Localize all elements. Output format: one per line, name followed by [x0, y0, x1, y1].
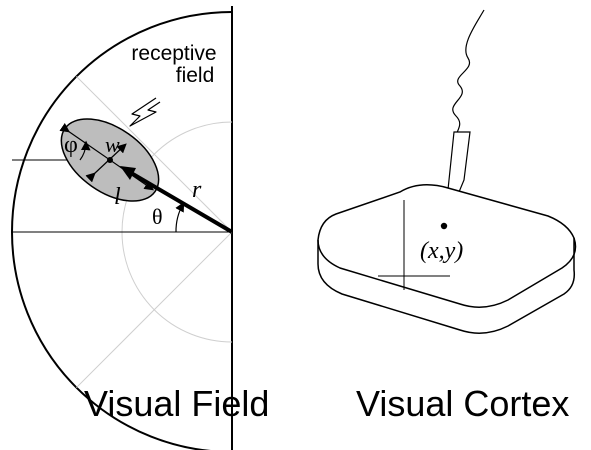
phi-label: φ [64, 132, 78, 158]
receptive-field-center [107, 157, 113, 163]
visual-field-diagram: receptive field φ w l r θ Visual Field [11, 6, 269, 450]
l-label: l [114, 184, 121, 210]
visual-field-caption: Visual Field [84, 383, 269, 424]
receptive-field-label-line2: field [176, 64, 215, 87]
visual-cortex-diagram: (x,y) Visual Cortex [317, 9, 577, 424]
radius-arrowhead [120, 166, 136, 180]
r-label: r [192, 177, 202, 203]
w-label: w [105, 132, 120, 157]
phi-arc [79, 140, 91, 161]
theta-label: θ [152, 204, 163, 229]
receptive-field-label-line1: receptive [131, 42, 216, 65]
cortex-point-label: (x,y) [420, 238, 463, 264]
electrode-wire [452, 9, 485, 149]
radius-vector [124, 168, 234, 234]
visual-cortex-caption: Visual Cortex [356, 383, 569, 424]
cortex-slab-side [317, 238, 576, 334]
recording-site [440, 222, 448, 230]
callout-arrow [129, 97, 161, 127]
theta-arc [175, 201, 185, 233]
